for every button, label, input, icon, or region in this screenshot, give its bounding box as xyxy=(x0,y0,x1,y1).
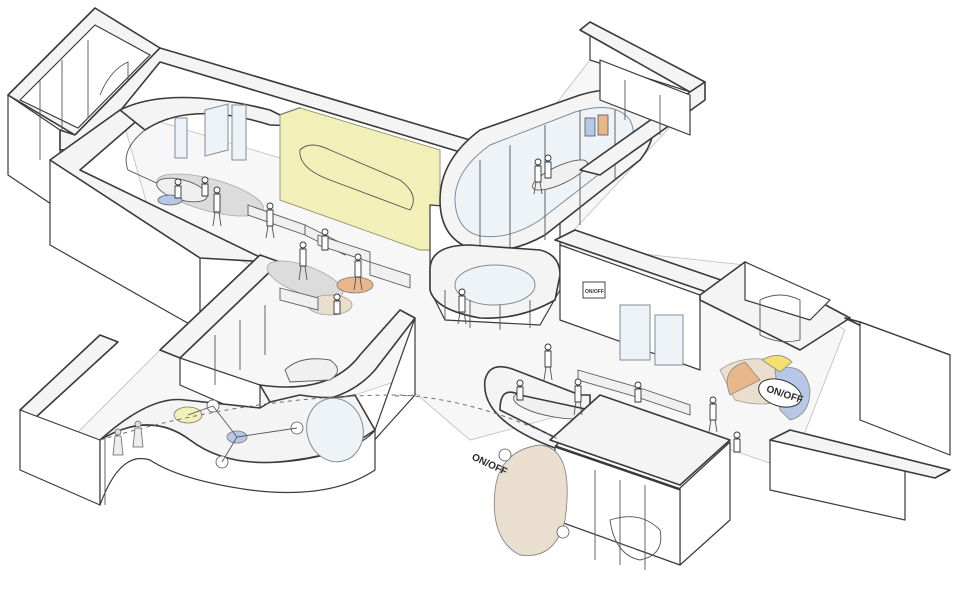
dashed-route-line xyxy=(99,394,561,441)
upper-right-wing xyxy=(554,21,751,301)
blue-cylinder xyxy=(584,117,596,137)
right-room: ON/OFF xyxy=(719,355,811,421)
person xyxy=(353,253,363,291)
onoff-sign-right: ON/OFF xyxy=(758,378,804,408)
person xyxy=(201,176,209,197)
person xyxy=(543,343,553,381)
person xyxy=(174,178,182,199)
person xyxy=(573,378,583,416)
person xyxy=(333,293,341,315)
onoff-screen-small: ON/OFF xyxy=(582,281,606,299)
person xyxy=(265,202,275,239)
lower-left-lounge xyxy=(159,234,416,471)
person xyxy=(321,228,329,251)
lower-center-pavilion: ON/OFF xyxy=(470,365,731,570)
onoff-label-small: ON/OFF xyxy=(585,289,604,295)
person xyxy=(533,158,543,195)
person xyxy=(212,186,222,227)
yellow-arch-panel xyxy=(279,107,441,251)
orange-cylinder xyxy=(597,114,609,136)
right-wing xyxy=(513,244,951,521)
tan-arch-panel xyxy=(493,444,568,557)
person-silhouette xyxy=(112,428,124,456)
person xyxy=(516,379,524,401)
person xyxy=(544,154,552,179)
person-silhouette xyxy=(132,420,144,448)
person xyxy=(634,381,642,403)
people-figures xyxy=(112,154,741,456)
person xyxy=(733,431,741,453)
person xyxy=(708,396,718,433)
person xyxy=(298,241,308,281)
far-left-corridor xyxy=(19,334,376,506)
person xyxy=(457,288,467,325)
